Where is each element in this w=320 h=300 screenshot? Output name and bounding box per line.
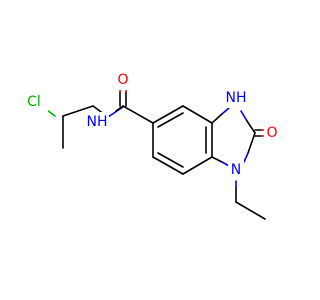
- atom-urea-o-label: O: [266, 125, 277, 141]
- bond-carbonyl-c: [115, 105, 124, 112]
- bond-ring-2: [182, 105, 213, 124]
- atom-labels: Cl NH O NH N O: [22, 70, 282, 180]
- bond-ethyl: [235, 201, 266, 220]
- bond-ring-1-inner: [157, 112, 184, 128]
- bond-co-n-blue: [243, 152, 249, 163]
- atom-amide-o-label: O: [117, 72, 128, 88]
- atom-ring-n-label: N: [231, 162, 241, 178]
- bond-c-nh-blue: [221, 107, 230, 115]
- bond-nh-co-black: [246, 120, 256, 134]
- atom-amide-nh-label: NH: [87, 114, 108, 130]
- bond-carbonyl-ring: [122, 105, 154, 124]
- molecule-structure: Cl NH O NH N O: [22, 70, 282, 220]
- atom-ring-nh-label: NH: [226, 90, 247, 106]
- bond-ring-5: [152, 156, 184, 175]
- bond-co-n-black: [247, 132, 256, 154]
- bond-n-c-black: [211, 156, 223, 163]
- atom-cl-label: Cl: [27, 94, 41, 110]
- bond-nh-co-blue: [240, 110, 248, 122]
- bond-chcl-ch2: [62, 105, 94, 117]
- bond-ring-4: [182, 156, 213, 175]
- bond-ring-1: [152, 105, 184, 124]
- bond-n-c-blue: [221, 161, 230, 167]
- bond-ring-5-inner: [157, 152, 184, 168]
- bond-c-nh-black: [211, 113, 223, 124]
